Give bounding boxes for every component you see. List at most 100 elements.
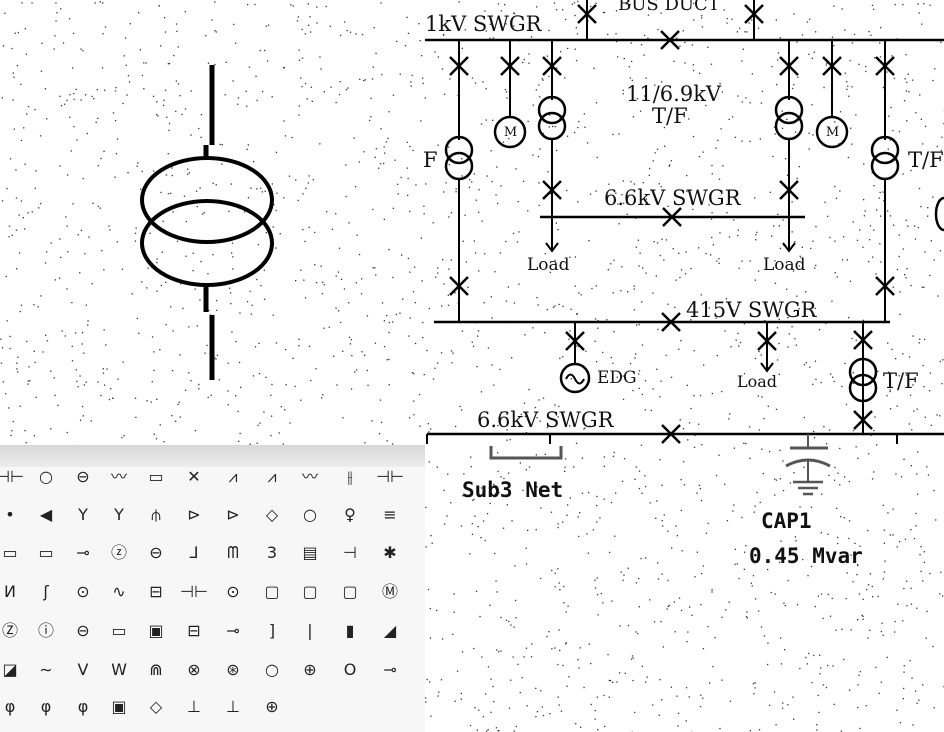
palette-symbol[interactable]: ⫛ bbox=[151, 505, 161, 524]
palette-symbol[interactable]: ◇ bbox=[149, 697, 163, 716]
palette-symbol[interactable]: | bbox=[307, 621, 313, 640]
palette-symbol[interactable]: ○ bbox=[265, 660, 279, 679]
palette-symbol[interactable]: ⊥ bbox=[226, 697, 240, 716]
palette-symbol[interactable]: ▮ bbox=[345, 621, 355, 640]
palette-symbol[interactable]: ⊟ bbox=[187, 621, 201, 640]
palette-symbol[interactable]: И bbox=[4, 582, 16, 601]
speckle bbox=[595, 361, 598, 363]
palette-symbol[interactable]: ⊸ bbox=[226, 621, 240, 640]
palette-symbol[interactable]: ≡ bbox=[383, 505, 397, 524]
palette-symbol[interactable]: ◪ bbox=[2, 660, 18, 679]
palette-symbol[interactable]: ▤ bbox=[302, 543, 318, 562]
speckle bbox=[912, 335, 914, 337]
speckle bbox=[579, 512, 581, 514]
palette-symbol[interactable]: ⊖ bbox=[149, 543, 163, 562]
palette-symbol[interactable]: ⊕ bbox=[303, 660, 317, 679]
motor-right-branch bbox=[815, 40, 849, 149]
speckle bbox=[857, 457, 859, 459]
palette-symbol[interactable]: ⩘ bbox=[228, 467, 238, 486]
palette-symbol[interactable]: Ⓩ bbox=[1, 621, 18, 640]
palette-symbol[interactable]: Y bbox=[114, 505, 124, 524]
speckle bbox=[87, 320, 89, 322]
palette-symbol[interactable]: Ⓜ bbox=[381, 582, 398, 601]
palette-symbol[interactable]: ▢ bbox=[342, 582, 358, 601]
palette-symbol[interactable]: 3 bbox=[266, 543, 278, 562]
speckle bbox=[839, 484, 841, 486]
palette-symbol[interactable]: ◢ bbox=[383, 621, 397, 640]
speckle bbox=[254, 346, 257, 348]
speckle bbox=[733, 504, 735, 506]
palette-symbol[interactable]: ⊳ bbox=[187, 505, 201, 524]
palette-symbol[interactable]: ▭ bbox=[2, 543, 18, 562]
palette-symbol[interactable]: ⓩ bbox=[110, 543, 127, 562]
palette-symbol[interactable]: ⓘ bbox=[37, 621, 54, 640]
speckle bbox=[541, 78, 543, 80]
palette-symbol[interactable]: V bbox=[77, 660, 89, 679]
palette-symbol[interactable]: ▭ bbox=[38, 543, 54, 562]
palette-symbol[interactable]: ▢ bbox=[264, 582, 280, 601]
palette-symbol[interactable]: 〰 bbox=[301, 467, 318, 486]
speckle bbox=[693, 395, 695, 397]
speckle bbox=[939, 360, 941, 363]
palette-symbol[interactable]: • bbox=[5, 505, 15, 524]
palette-symbol[interactable]: ▭ bbox=[148, 467, 164, 486]
palette-symbol[interactable]: ⅃ bbox=[189, 543, 199, 562]
palette-symbol[interactable]: ▢ bbox=[302, 582, 318, 601]
speckle bbox=[879, 42, 881, 44]
speckle bbox=[910, 529, 912, 531]
palette-symbol[interactable]: ⊸ bbox=[383, 660, 397, 679]
palette-symbol[interactable]: ⊟ bbox=[149, 582, 163, 601]
palette-symbol[interactable]: ⊗ bbox=[187, 660, 201, 679]
palette-symbol[interactable]: ⫲ bbox=[347, 467, 353, 486]
speckle bbox=[890, 106, 892, 109]
speckle bbox=[820, 532, 822, 534]
palette-symbol[interactable]: ⊖ bbox=[76, 467, 90, 486]
palette-symbol[interactable]: ◇ bbox=[265, 505, 279, 524]
palette-symbol[interactable]: ⊖ bbox=[76, 621, 90, 640]
palette-symbol[interactable]: W bbox=[111, 660, 127, 679]
speckle bbox=[680, 509, 683, 512]
palette-symbol[interactable]: ⊥ bbox=[187, 697, 201, 716]
palette-symbol[interactable]: ⊸ bbox=[76, 543, 90, 562]
palette-symbol[interactable]: ◀ bbox=[39, 505, 53, 524]
palette-symbol[interactable]: ⋒ bbox=[149, 660, 163, 679]
palette-symbol[interactable]: ⊣⊢ bbox=[180, 582, 208, 601]
palette-symbol[interactable]: ᗰ bbox=[227, 543, 239, 562]
palette-symbol[interactable]: ○ bbox=[303, 505, 317, 524]
palette-symbol[interactable]: ✕ bbox=[187, 467, 201, 486]
speckle bbox=[510, 679, 512, 681]
palette-symbol[interactable]: ▭ bbox=[111, 621, 127, 640]
palette-symbol[interactable]: ∼ bbox=[39, 660, 53, 679]
palette-symbol[interactable]: ⊕ bbox=[265, 697, 279, 716]
palette-symbol[interactable]: ⊙ bbox=[76, 582, 90, 601]
palette-symbol[interactable]: Y bbox=[78, 505, 88, 524]
palette-symbol[interactable]: Ο bbox=[343, 660, 357, 679]
palette-symbol[interactable]: ▣ bbox=[111, 697, 127, 716]
palette-symbol[interactable]: ʃ bbox=[43, 582, 49, 601]
palette-symbol[interactable]: ⊣⊢ bbox=[376, 467, 404, 486]
speckle bbox=[615, 192, 617, 194]
palette-symbol[interactable]: ⊣⊢ bbox=[0, 467, 24, 486]
palette-symbol[interactable]: ⊙ bbox=[226, 582, 240, 601]
palette-symbol[interactable]: ] bbox=[268, 621, 276, 640]
palette-symbol[interactable]: ⩘ bbox=[267, 467, 277, 486]
speckle bbox=[595, 102, 598, 104]
speckle bbox=[500, 185, 502, 187]
palette-symbol[interactable]: ⊣ bbox=[343, 543, 357, 562]
palette-symbol[interactable]: ⊳ bbox=[226, 505, 240, 524]
palette-symbol[interactable]: ∿ bbox=[112, 582, 126, 601]
palette-symbol[interactable]: ○ bbox=[39, 467, 53, 486]
speckle bbox=[749, 140, 751, 142]
palette-symbol[interactable]: ♀ bbox=[344, 505, 356, 524]
palette-symbol[interactable]: ▣ bbox=[148, 621, 164, 640]
speckle bbox=[115, 153, 118, 155]
palette-symbol[interactable]: 〰 bbox=[110, 467, 127, 486]
palette-symbol[interactable]: ⊛ bbox=[226, 660, 240, 679]
palette-symbol[interactable]: φ bbox=[40, 697, 52, 716]
palette-symbol[interactable]: φ bbox=[4, 697, 16, 716]
speckle bbox=[140, 188, 142, 190]
palette-symbol[interactable]: φ bbox=[77, 697, 89, 716]
speckle bbox=[667, 303, 669, 305]
palette-symbol[interactable]: ✱ bbox=[383, 543, 397, 562]
speckle bbox=[412, 291, 415, 293]
